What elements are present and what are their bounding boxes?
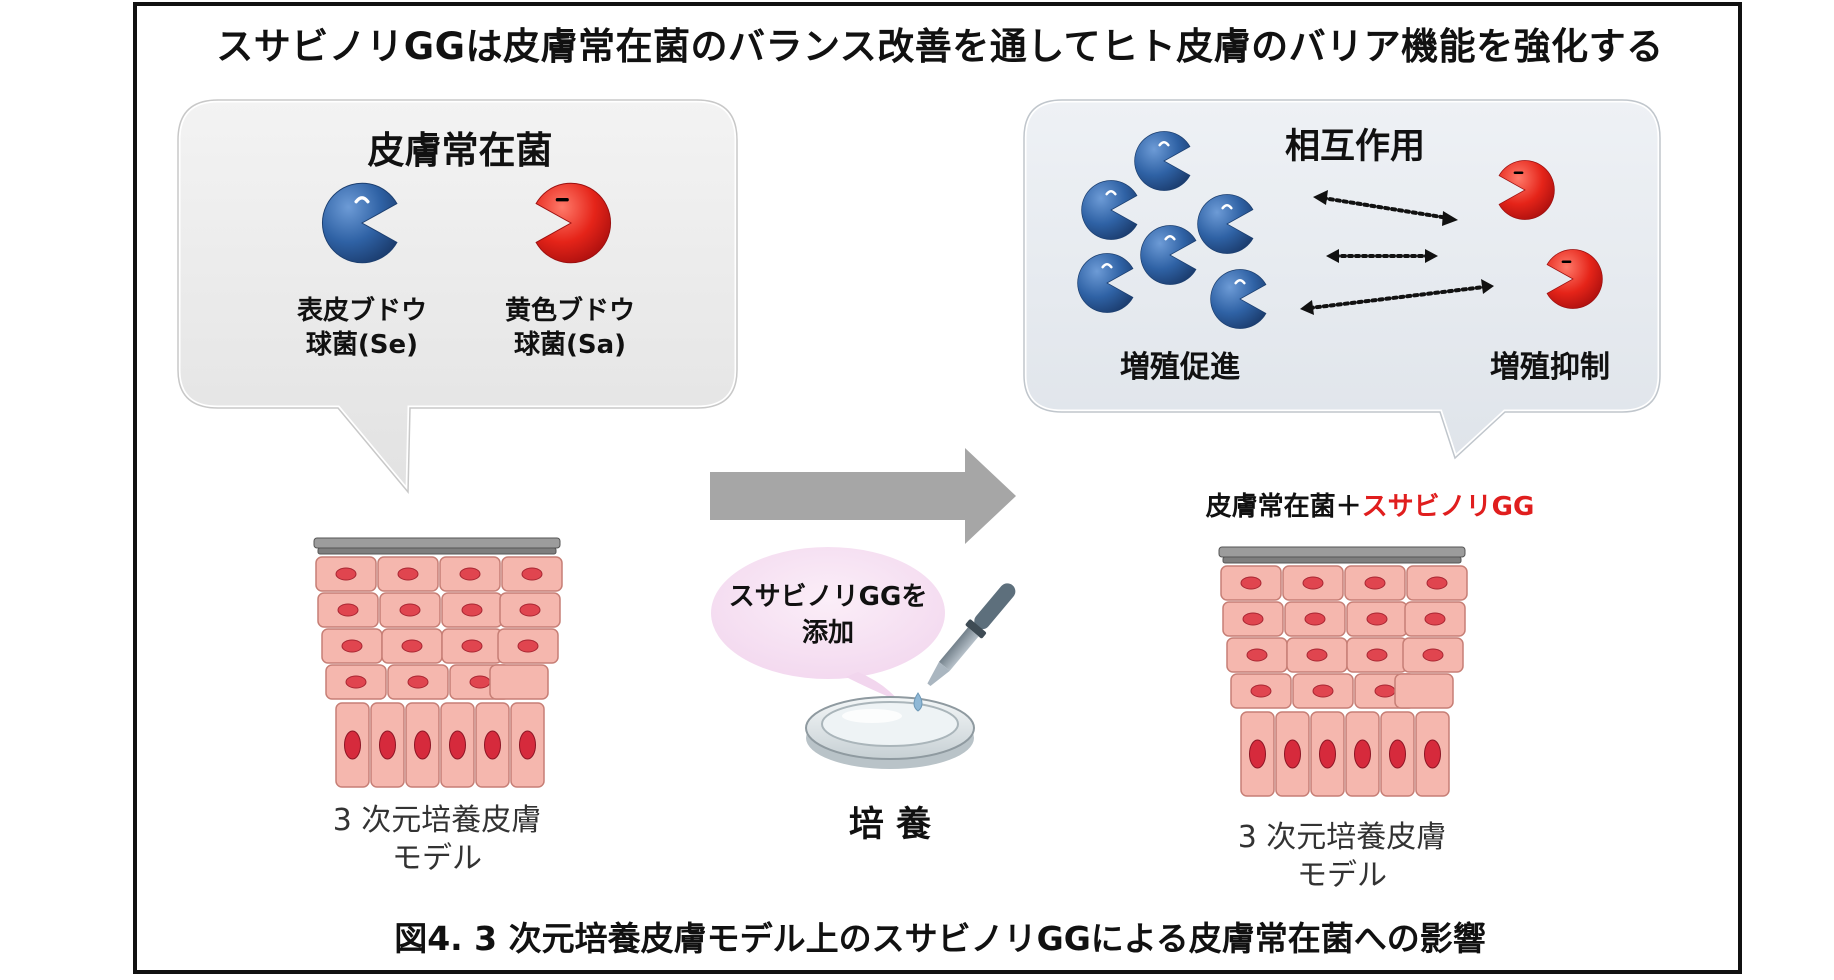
- right-model-label-red: スサビノリGG: [1361, 492, 1535, 522]
- right-model-label-line2: モデル: [1297, 858, 1387, 893]
- sa-label-line2: 球菌(Sa): [513, 330, 627, 360]
- skin-model-left-icon: [314, 538, 562, 787]
- right-bubble-heading: 相互作用: [1284, 127, 1425, 167]
- thought-bubble: [711, 547, 945, 701]
- figure-frame: [133, 2, 1742, 974]
- culture-label: 培 養: [848, 805, 932, 845]
- process-arrow-icon: [710, 448, 1016, 544]
- sa-label-line1: 黄色ブドウ: [504, 296, 635, 326]
- right-model-label-line1: 3 次元培養皮膚: [1237, 820, 1447, 855]
- interaction-arrows-icon: [1308, 196, 1486, 310]
- skin-model-right-icon: [1219, 547, 1467, 796]
- se-label-line2: 球菌(Se): [305, 330, 419, 360]
- figure-title: スサビノリGGは皮膚常在菌のバランス改善を通してヒト皮膚のバリア機能を強化する: [216, 25, 1664, 68]
- left-model-label-line2: モデル: [392, 841, 482, 876]
- thought-bubble-line1: スサビノリGGを: [728, 582, 928, 612]
- promote-label: 増殖促進: [1120, 350, 1240, 385]
- droplet-icon: [913, 692, 923, 712]
- right-model-label: 皮膚常在菌＋スサビノリGG: [1170, 486, 1570, 523]
- figure-caption: 図4. 3 次元培養皮膚モデル上のスサビノリGGによる皮膚常在菌への影響: [394, 919, 1486, 958]
- se-label-line1: 表皮ブドウ: [296, 296, 427, 326]
- right-model-label-black: 皮膚常在菌＋: [1205, 492, 1362, 522]
- suppress-label: 増殖抑制: [1490, 350, 1610, 385]
- left-bubble-heading: 皮膚常在菌: [367, 129, 553, 172]
- petri-dish-icon: [805, 696, 975, 769]
- pipette-icon: [927, 583, 1016, 687]
- left-model-label-line1: 3 次元培養皮膚: [332, 803, 542, 838]
- thought-bubble-line2: 添加: [801, 618, 854, 648]
